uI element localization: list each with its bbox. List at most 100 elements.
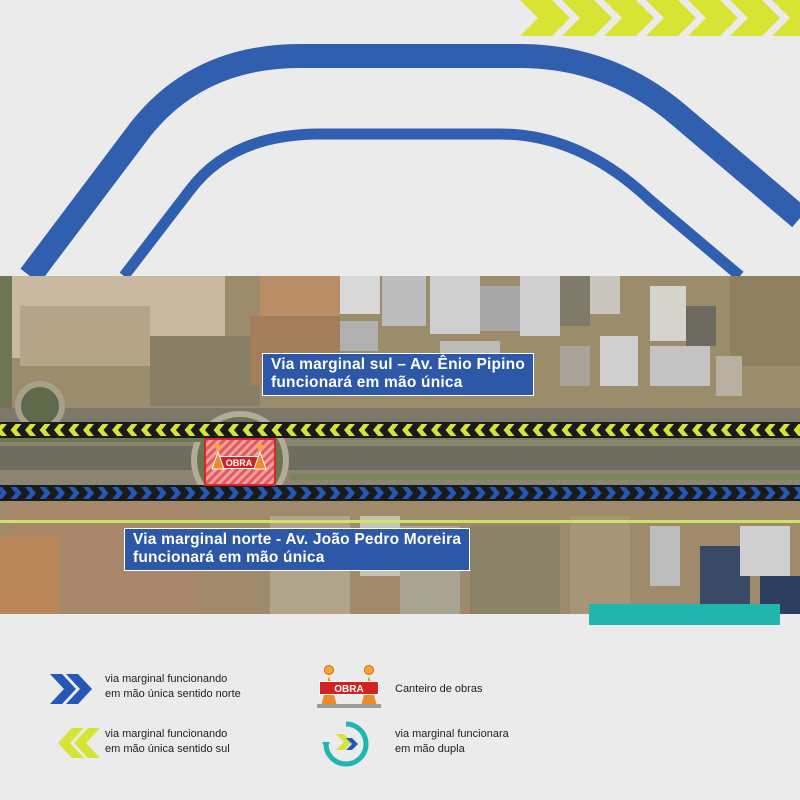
chevron-mark (648, 487, 660, 499)
chevron-mark (300, 424, 312, 436)
chevron-mark (329, 424, 341, 436)
chevron-mark (300, 487, 312, 499)
chevron-mark (547, 487, 558, 499)
chevron-mark (416, 487, 428, 499)
chevron-mark (764, 487, 776, 499)
chevron-mark (445, 487, 457, 499)
chevron-mark (373, 424, 384, 436)
chevron-mark (706, 424, 718, 436)
chevron-mark (518, 487, 529, 499)
chevron-mark (750, 424, 761, 436)
decorative-blue-arches (20, 44, 800, 284)
chevron-mark (257, 424, 268, 436)
chevron-mark (721, 487, 732, 499)
chevron-mark (764, 424, 776, 436)
chevron-mark (503, 487, 515, 499)
chevron-mark (474, 424, 486, 436)
chevron-mark (663, 424, 674, 436)
chevron-mark (358, 487, 370, 499)
chevron-mark (706, 487, 718, 499)
chevron-mark (0, 487, 7, 499)
chevron-mark (39, 424, 51, 436)
chevron-mark (431, 487, 442, 499)
chevron-mark (344, 487, 355, 499)
chevron-mark (489, 424, 500, 436)
chevron-mark (590, 424, 602, 436)
chevron-mark (735, 424, 747, 436)
chevron-mark (184, 424, 196, 436)
chevron-mark (213, 424, 225, 436)
chevron-mark (141, 424, 152, 436)
chevron-mark (54, 424, 65, 436)
chevron-mark (431, 424, 442, 436)
chevron-mark (750, 487, 761, 499)
chevron-mark (387, 424, 399, 436)
chevron-mark (83, 424, 94, 436)
chevron-mark (10, 424, 22, 436)
chevron-mark (605, 424, 616, 436)
chevron-mark (445, 424, 457, 436)
construction-zone: OBRA (204, 438, 276, 486)
chevron-mark (779, 487, 790, 499)
construction-sign-text: OBRA (226, 458, 253, 468)
chevron-mark (83, 487, 94, 499)
chevron-mark (634, 487, 645, 499)
south-marginal-label: Via marginal sul – Av. Ênio Pipino funci… (262, 353, 534, 396)
chevron-mark (344, 424, 355, 436)
chevron-mark (518, 424, 529, 436)
legend-south: via marginal funcionando em mão única se… (105, 728, 230, 756)
chevron-mark (721, 424, 732, 436)
chevron-mark (416, 424, 428, 436)
chevron-mark (286, 487, 297, 499)
chevron-mark (692, 487, 703, 499)
chevron-mark (402, 424, 413, 436)
legend-dual: via marginal funcionara em mão dupla (395, 728, 509, 756)
chevron-mark (532, 424, 544, 436)
chevron-mark (677, 487, 689, 499)
chevron-mark (576, 487, 587, 499)
chevron-mark (228, 487, 239, 499)
legend-works: Canteiro de obras (395, 683, 483, 695)
chevron-mark (561, 487, 573, 499)
chevron-mark (619, 424, 631, 436)
chevron-mark (242, 424, 254, 436)
chevron-mark (54, 487, 65, 499)
legend-sign-text: OBRA (334, 684, 363, 695)
chevron-mark (199, 487, 210, 499)
chevron-mark (561, 424, 573, 436)
chevron-mark (619, 487, 631, 499)
chevron-mark (735, 487, 747, 499)
chevron-mark (242, 487, 254, 499)
chevron-mark (112, 424, 123, 436)
chevron-mark (793, 487, 800, 499)
chevron-mark (97, 424, 109, 436)
chevron-mark (663, 487, 674, 499)
chevron-mark (387, 487, 399, 499)
chevron-mark (648, 424, 660, 436)
chevron-mark (489, 487, 500, 499)
chevron-mark (460, 487, 471, 499)
chevron-mark (590, 487, 602, 499)
chevron-mark (779, 424, 790, 436)
chevron-mark (358, 424, 370, 436)
chevron-mark (460, 424, 471, 436)
chevron-mark (170, 487, 181, 499)
chevron-mark (793, 424, 800, 436)
chevron-mark (576, 424, 587, 436)
chevron-mark (329, 487, 341, 499)
chevron-mark (112, 487, 123, 499)
chevron-mark (39, 487, 51, 499)
chevron-mark (25, 424, 36, 436)
chevron-mark (547, 424, 558, 436)
chevron-mark (10, 487, 22, 499)
north-marginal-arrow-band (0, 485, 800, 501)
chevron-mark (634, 424, 645, 436)
chevron-mark (257, 487, 268, 499)
chevron-mark (126, 487, 138, 499)
chevron-mark (692, 424, 703, 436)
chevron-mark (199, 424, 210, 436)
decorative-yellow-chevrons (520, 0, 800, 36)
legend-north: via marginal funcionando em mão única se… (105, 673, 241, 701)
chevron-mark (155, 424, 167, 436)
